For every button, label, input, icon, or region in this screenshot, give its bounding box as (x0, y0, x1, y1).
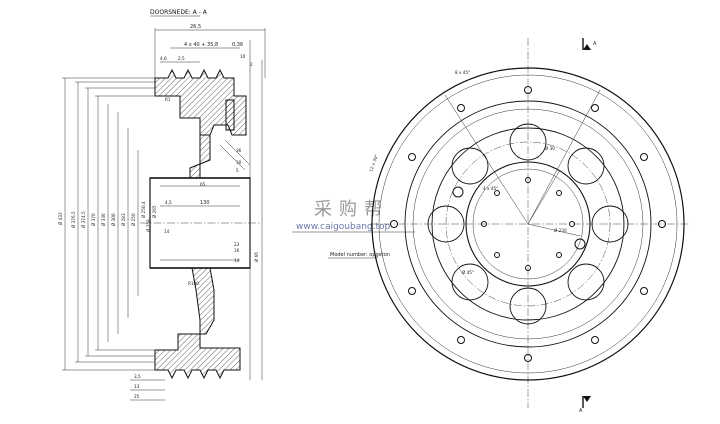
dim-inner-0: Ø 250,4 (141, 201, 146, 218)
dim-chamfer: 4 x 45° (483, 186, 498, 191)
dim-pcd-outer: 12 x 30° (368, 154, 379, 173)
dim-inner-2: Ø 265 (152, 205, 157, 218)
dim-hub-bore: 130 (200, 200, 210, 206)
dim-right-0: 65 (200, 182, 206, 187)
dim-slot: Ø 45° (462, 270, 474, 275)
watermark-cn: 采购帮 (314, 199, 389, 220)
dim-hub-r: R1 (165, 97, 171, 102)
dim-left-3: Ø 370 (91, 213, 96, 226)
dim-bottom-0: 3,5 (134, 374, 141, 379)
bottom-dims: 3,5 13 25 (130, 374, 165, 401)
dim-hub-left: 4,5 (165, 200, 172, 205)
watermark: 采购帮 www.caigoubang.top (292, 199, 415, 233)
dim-right-4: 23 (234, 242, 240, 247)
lightening-holes (427, 123, 629, 325)
dim-left-5: Ø 300 (111, 213, 116, 226)
dim-hub-center: 14 (164, 229, 170, 234)
dim-gap-right: 0,36 (232, 42, 243, 48)
dim-right-3: 16 (234, 248, 240, 253)
dim-right-6: Ø 66 (254, 252, 259, 262)
dim-left-6: Ø 283 (121, 213, 126, 226)
rim-lower (154, 333, 241, 380)
dim-left-1: Ø 376,5 (71, 211, 76, 228)
rim-upper (154, 68, 247, 136)
section-marker-bottom: A (579, 408, 583, 414)
dim-left-4: Ø 336 (101, 213, 106, 226)
dim-right-1: 5 (236, 168, 239, 173)
outer-bolt-holes (390, 86, 666, 362)
top-dimension-chain: 26,5 4 x 40 + 35,8 0,36 4,6 2,5 10 2 (154, 24, 266, 78)
dim-hole: Ø 30 (545, 146, 555, 151)
dim-a: 4,6 (160, 56, 167, 61)
dim-inner-1: Ø 258 (146, 219, 151, 232)
left-diameter-dims: Ø 432 Ø 376,5 Ø 374,5 Ø 370 Ø 336 Ø 300 … (58, 77, 160, 371)
inner-bolt-holes (452, 177, 586, 271)
front-view: A A (368, 38, 690, 414)
dim-groove: R100 (188, 281, 199, 286)
dim-left-0: Ø 432 (58, 212, 63, 225)
dim-d: 2 (250, 62, 253, 67)
dim-right-5: 14 (234, 258, 240, 263)
section-title: DOORSNEDE: A - A (150, 9, 208, 16)
dim-c: 10 (240, 54, 246, 59)
dim-left-7: Ø 250 (131, 213, 136, 226)
dim-b: 2,5 (178, 56, 185, 61)
section-view: DOORSNEDE: A - A 26,5 4 x 40 + 35,8 0,36… (58, 9, 266, 401)
dim-right-2: 30 (236, 160, 242, 165)
web (189, 134, 215, 335)
dim-bolt-pattern: 8 x 45° (455, 70, 470, 75)
dim-bottom-1: 13 (134, 384, 140, 389)
dim-pitch: 4 x 40 + 35,8 (184, 42, 218, 48)
right-dims: 65 5 30 16 23 14 Ø 66 36 R100 (188, 40, 263, 380)
model-note: Model number: opgeton (330, 252, 390, 258)
dim-right-7: 36 (236, 148, 242, 153)
section-marker-top: A (593, 41, 597, 47)
dim-bore: Ø 230 (554, 228, 567, 233)
dim-bottom-2: 25 (134, 394, 140, 399)
watermark-url: www.caigoubang.top (296, 222, 391, 232)
dim-overall: 26,5 (190, 24, 201, 30)
dim-left-2: Ø 374,5 (81, 211, 86, 228)
